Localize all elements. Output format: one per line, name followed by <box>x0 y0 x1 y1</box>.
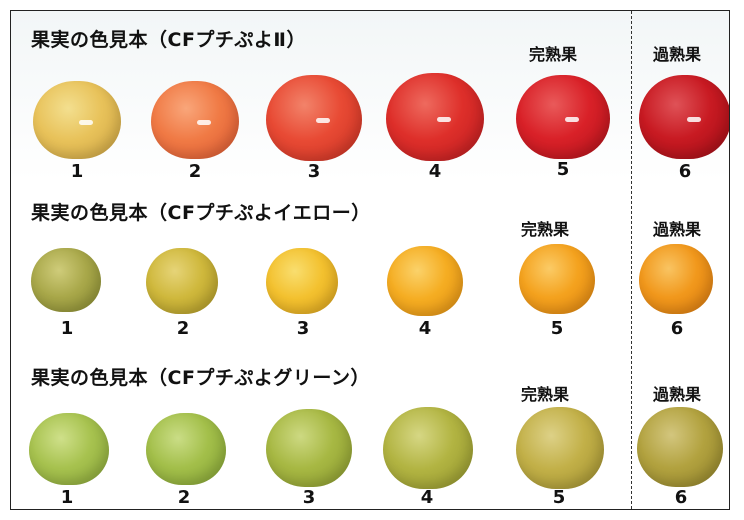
fruit-number: 4 <box>418 318 432 339</box>
fruit-number: 4 <box>428 161 442 182</box>
fruit-sample <box>33 81 121 159</box>
fruit-number: 4 <box>420 487 434 508</box>
fruit-number: 2 <box>188 161 202 182</box>
fruit-number: 5 <box>556 159 570 180</box>
fruit-number: 1 <box>60 318 74 339</box>
ripe-overripe-divider <box>631 11 632 509</box>
fruit-number: 5 <box>550 318 564 339</box>
fruit-number: 5 <box>552 487 566 508</box>
section-cf-petit-puyo-green: 果実の色見本（CFプチぷよグリーン） 完熟果 過熟果 1 2 3 4 5 6 <box>11 353 729 509</box>
fruit-sample <box>516 407 604 489</box>
fruit-number: 2 <box>176 318 190 339</box>
fruit-number: 6 <box>678 161 692 182</box>
section-cf-petit-puyo-yellow: 果実の色見本（CFプチぷよイエロー） 完熟果 過熟果 1 2 3 4 5 6 <box>11 186 729 344</box>
fruit-sample <box>151 81 239 159</box>
fruit-sample <box>516 75 610 159</box>
overripe-label: 過熟果 <box>653 45 702 64</box>
fruit-sample <box>387 246 463 316</box>
fruit-sample <box>266 409 352 487</box>
fruit-number: 3 <box>307 161 321 182</box>
color-chart: 果実の色見本（CFプチぷよⅡ） 完熟果 過熟果 1 2 3 4 5 6 果実の色… <box>10 10 730 510</box>
ripe-label: 完熟果 <box>521 220 570 239</box>
fruit-sample <box>386 73 484 161</box>
fruit-number: 6 <box>670 318 684 339</box>
fruit-sample <box>266 248 338 314</box>
fruit-highlight <box>686 117 701 122</box>
fruit-sample <box>383 407 473 489</box>
fruit-highlight <box>315 118 330 123</box>
fruit-number: 1 <box>70 161 84 182</box>
fruit-sample <box>146 413 226 485</box>
fruit-highlight <box>564 117 579 122</box>
fruit-number: 6 <box>674 487 688 508</box>
fruit-number: 3 <box>296 318 310 339</box>
fruit-highlight <box>436 117 451 122</box>
fruit-highlight <box>78 120 93 125</box>
fruit-sample <box>266 75 362 161</box>
section-title: 果実の色見本（CFプチぷよグリーン） <box>31 367 370 389</box>
ripe-label: 完熟果 <box>521 385 570 404</box>
overripe-label: 過熟果 <box>653 385 702 404</box>
fruit-sample <box>29 413 109 485</box>
fruit-sample <box>639 75 729 159</box>
fruit-number: 2 <box>177 487 191 508</box>
fruit-sample <box>519 244 595 314</box>
fruit-sample <box>31 248 101 312</box>
overripe-label: 過熟果 <box>653 220 702 239</box>
fruit-number: 1 <box>60 487 74 508</box>
fruit-number: 3 <box>302 487 316 508</box>
fruit-sample <box>637 407 723 487</box>
fruit-highlight <box>196 120 211 125</box>
fruit-sample <box>146 248 218 314</box>
ripe-label: 完熟果 <box>529 45 578 64</box>
fruit-sample <box>639 244 713 314</box>
section-cf-petit-puyo-2: 果実の色見本（CFプチぷよⅡ） 完熟果 過熟果 1 2 3 4 5 6 <box>11 11 729 182</box>
section-title: 果実の色見本（CFプチぷよイエロー） <box>31 202 371 224</box>
section-title: 果実の色見本（CFプチぷよⅡ） <box>31 29 306 51</box>
